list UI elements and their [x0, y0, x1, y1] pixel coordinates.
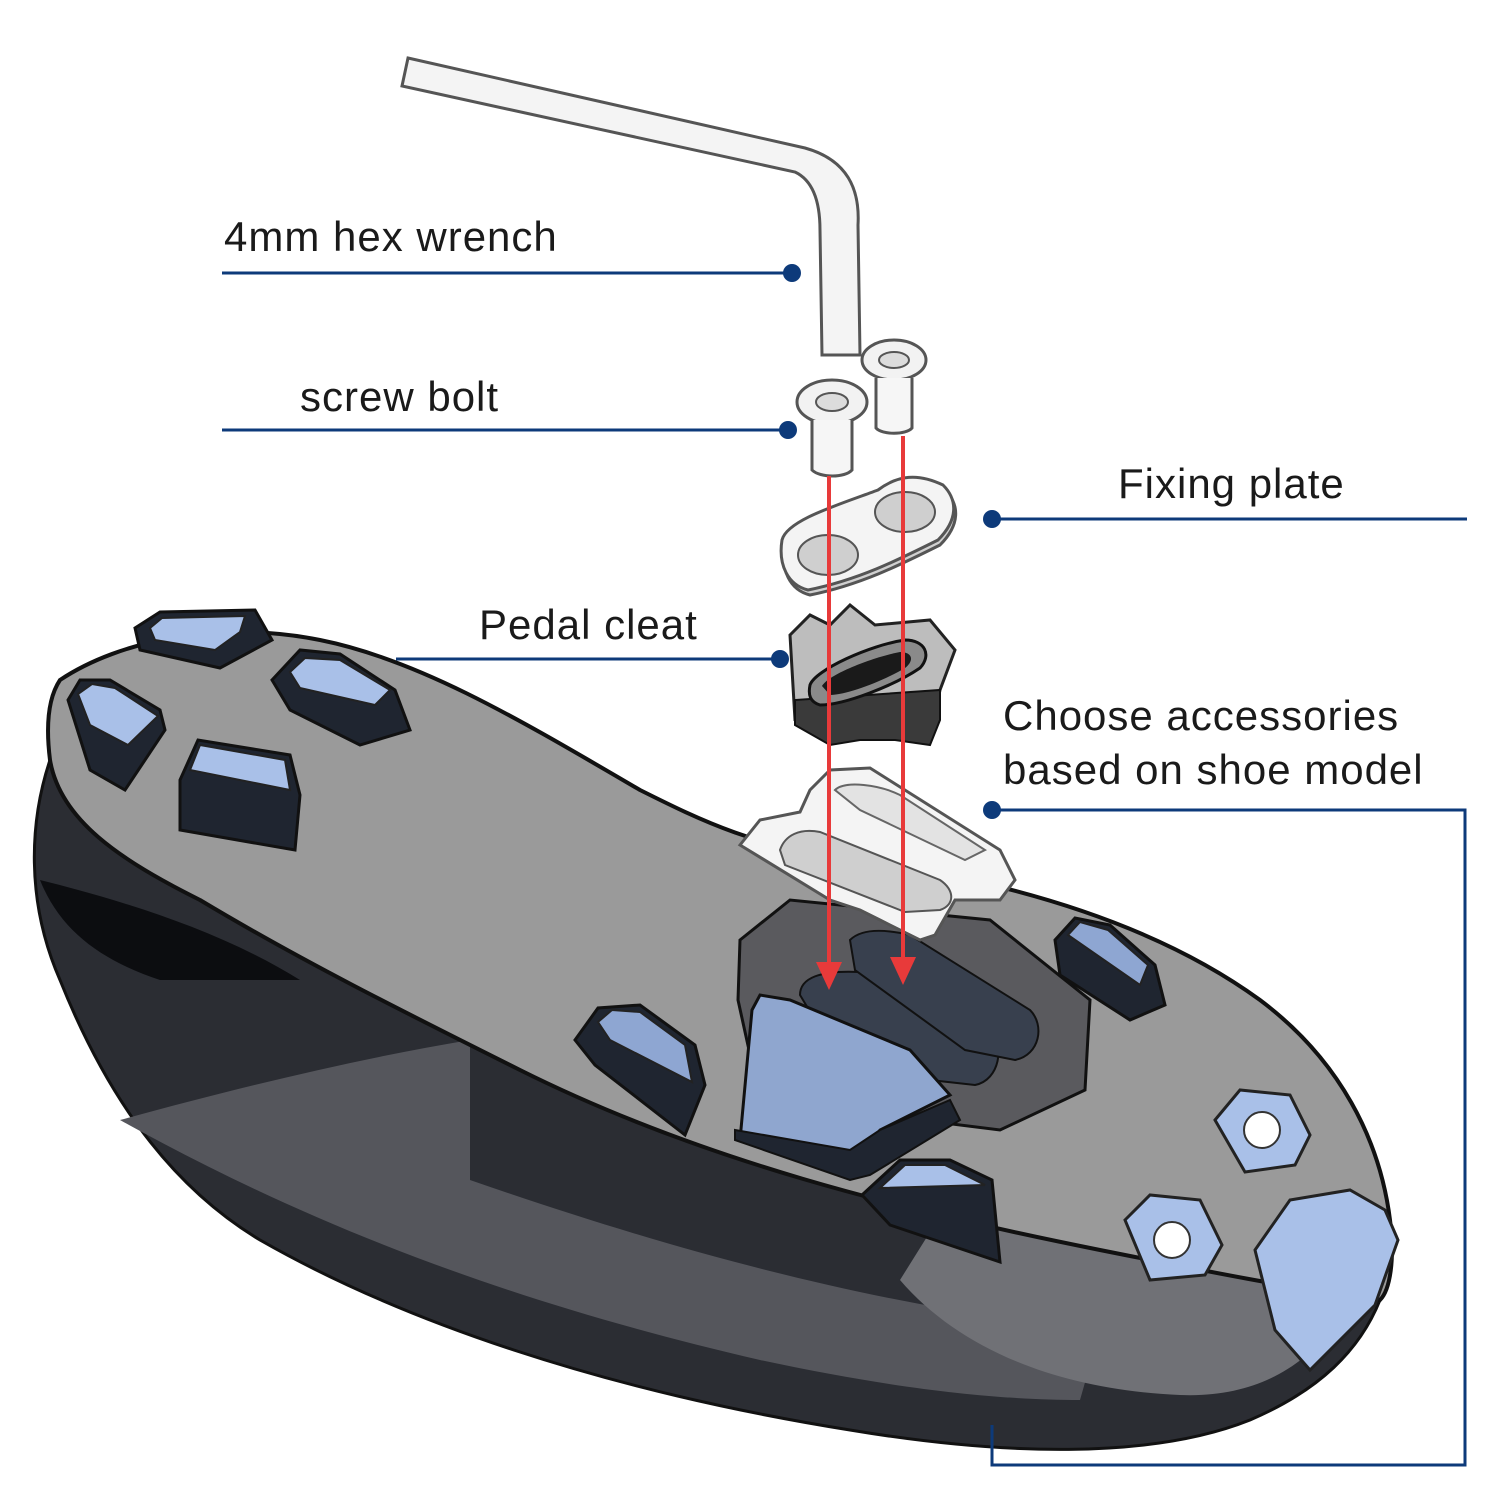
- stud: [573, 1003, 707, 1138]
- label-accessories-line2: based on shoe model: [1003, 746, 1424, 793]
- accessory-plate: [737, 766, 1017, 942]
- hex-wrench: [393, 53, 867, 372]
- round-stud: [1123, 1193, 1224, 1282]
- label-accessories: Choose accessories based on shoe model: [1003, 689, 1424, 797]
- stud: [1053, 916, 1167, 1022]
- cleat-recess: [734, 898, 1092, 1182]
- stud: [133, 608, 275, 670]
- leader-fixing-plate: [983, 510, 1467, 528]
- screw-bolt-left: [795, 378, 869, 478]
- label-fixing-plate: Fixing plate: [1118, 460, 1345, 507]
- stud: [178, 738, 302, 852]
- stud: [66, 678, 167, 792]
- leader-screw-bolt: [222, 421, 797, 439]
- label-accessories-line1: Choose accessories: [1003, 692, 1400, 739]
- leader-accessories: [983, 801, 1467, 1467]
- toe-cap: [1253, 1188, 1400, 1373]
- label-screw-bolt: screw bolt: [300, 373, 500, 420]
- stud: [859, 1158, 1002, 1265]
- label-hex-wrench: 4mm hex wrench: [224, 213, 558, 260]
- heel-studs: [66, 608, 412, 852]
- forefoot-studs: [573, 916, 1400, 1373]
- label-pedal-cleat: Pedal cleat: [479, 601, 698, 648]
- leader-pedal-cleat: [396, 650, 789, 668]
- round-stud: [1213, 1088, 1312, 1174]
- screw-bolt-right: [860, 338, 928, 435]
- pedal-cleat: [788, 602, 957, 747]
- leader-hex-wrench: [222, 264, 801, 282]
- stud: [270, 648, 412, 747]
- alignment-arrows: [816, 436, 916, 990]
- fixing-plate: [779, 475, 958, 597]
- leader-lines: [222, 264, 1467, 1467]
